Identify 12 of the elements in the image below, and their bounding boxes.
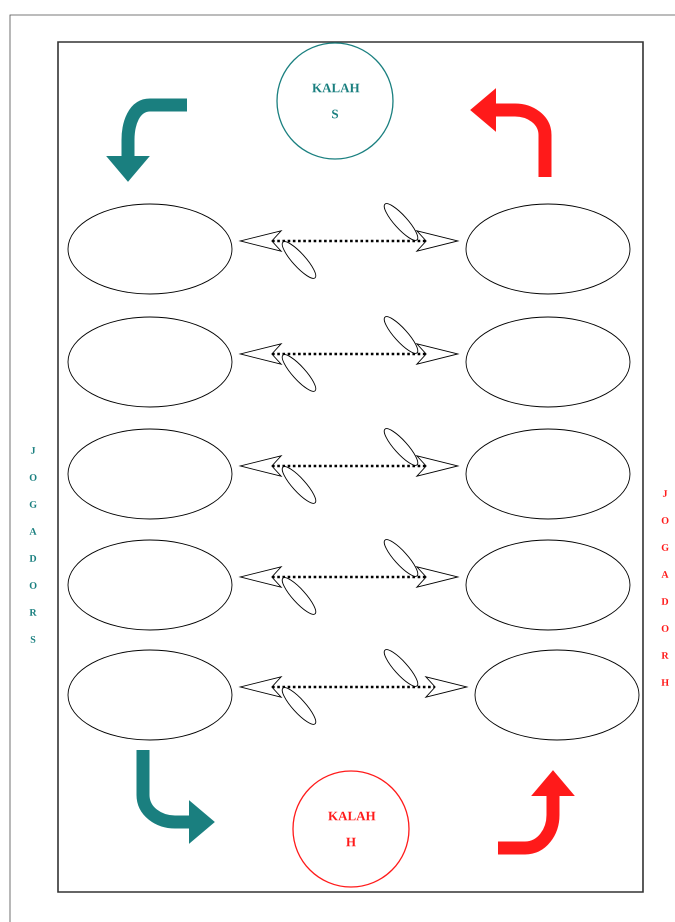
pit-ellipse — [68, 204, 232, 294]
pit-ellipse — [466, 428, 630, 520]
vertical-label: JOGADOR H — [661, 490, 669, 686]
pit-ellipse — [68, 650, 232, 740]
pit-ellipse — [68, 540, 232, 630]
pit-ellipse — [466, 540, 630, 630]
pit-ellipse — [68, 428, 232, 520]
vertical-label: JOGADOR S — [29, 447, 37, 643]
pit-ellipse — [474, 650, 640, 740]
pit-ellipse — [466, 204, 630, 294]
pit-ellipse — [68, 316, 232, 408]
pit-ellipse — [466, 316, 630, 408]
